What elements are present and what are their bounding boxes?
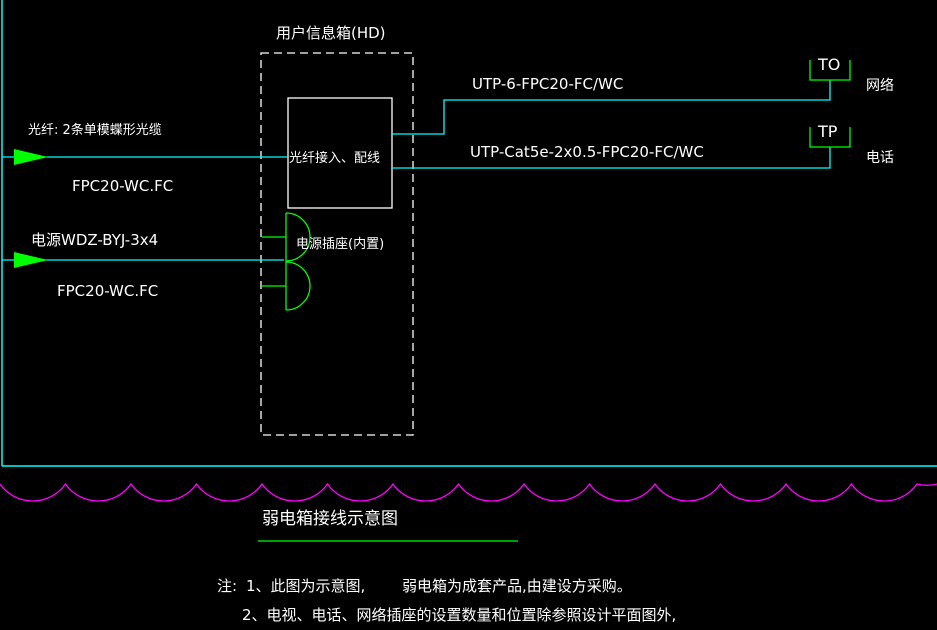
cabinet-box xyxy=(260,52,414,436)
phone-output-cable: UTP-Cat5e-2x0.5-FPC20-FC/WC xyxy=(470,143,704,161)
phone-outlet-name: 电话 xyxy=(866,150,894,166)
fiber-box-label: 光纤接入、配线 xyxy=(289,150,380,166)
fiber-input-arrow xyxy=(14,149,48,165)
notes-line1-a: 1、此图为示意图, xyxy=(246,577,365,595)
fiber-box xyxy=(287,97,393,209)
notes-line2: 2、电视、电话、网络插座的设置数量和位置除参照设计平面图外, xyxy=(242,606,676,624)
data-outlet-name: 网络 xyxy=(866,78,894,94)
socket-label: 电源插座(内置) xyxy=(296,236,384,252)
data-output-cable: UTP-6-FPC20-FC/WC xyxy=(472,75,623,93)
fiber-input-conduit: FPC20-WC.FC xyxy=(72,177,173,195)
phone-outlet-code: TP xyxy=(817,122,838,141)
power-input-arrow xyxy=(14,252,48,268)
fiber-input-label: 光纤: 2条单模蝶形光缆 xyxy=(28,122,162,138)
diagram-caption: 弱电箱接线示意图 xyxy=(262,509,398,529)
phone-outlet-symbol xyxy=(809,127,851,148)
power-input-label: 电源WDZ-BYJ-3x4 xyxy=(31,231,158,249)
data-outlet-code: TO xyxy=(817,55,840,74)
power-input-conduit: FPC20-WC.FC xyxy=(57,282,158,300)
notes-line1-b: 弱电箱为成套产品,由建设方采购。 xyxy=(402,577,632,595)
phone-output-line xyxy=(392,147,831,169)
break-line xyxy=(0,482,937,502)
socket-symbol xyxy=(262,212,311,311)
data-outlet-symbol xyxy=(809,60,851,81)
cabinet-title: 用户信息箱(HD) xyxy=(276,24,386,42)
data-output-line xyxy=(392,80,831,135)
notes-prefix: 注: xyxy=(217,577,237,595)
